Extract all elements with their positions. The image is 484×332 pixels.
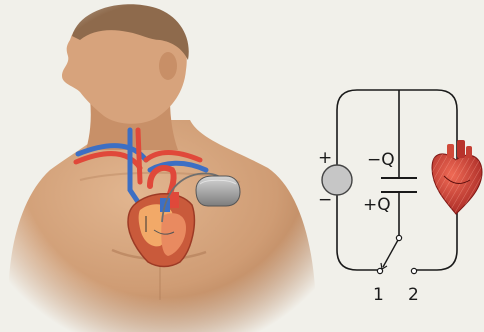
battery-plus-label: +	[318, 150, 332, 167]
capacitor-top-charge-label: −Q	[367, 152, 395, 169]
capacitor-bottom-charge-label: +Q	[363, 197, 391, 214]
switch-icon	[377, 235, 416, 273]
capacitor-icon	[381, 178, 417, 192]
pacemaker-device-icon	[196, 176, 240, 206]
heart-icon	[432, 140, 482, 214]
switch-terminal-2-label: 2	[408, 287, 419, 304]
battery-minus-label: −	[318, 192, 332, 209]
switch-terminal-1-label: 1	[373, 287, 384, 304]
